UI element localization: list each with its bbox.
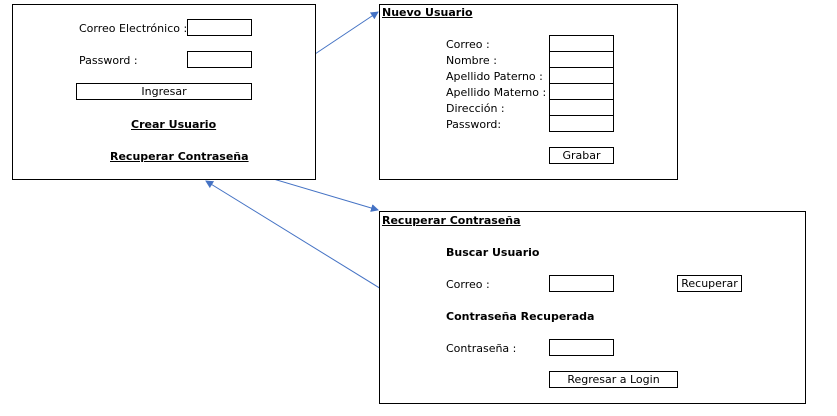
field-label-apellido-materno: Apellido Materno : xyxy=(446,86,547,99)
email-input[interactable] xyxy=(187,19,252,36)
recover-password-link[interactable]: Recuperar Contraseña xyxy=(110,150,249,163)
field-label-correo: Correo : xyxy=(446,38,490,51)
nombre-input[interactable] xyxy=(549,51,614,68)
recovered-password-label: Contraseña : xyxy=(446,342,517,355)
recover-email-label: Correo : xyxy=(446,278,490,291)
recover-title: Recuperar Contraseña xyxy=(382,214,521,227)
create-user-link[interactable]: Crear Usuario xyxy=(131,118,217,131)
field-label-password: Password: xyxy=(446,118,502,131)
field-label-apellido-paterno: Apellido Paterno : xyxy=(446,70,543,83)
field-label-nombre: Nombre : xyxy=(446,54,497,67)
recovered-password-output[interactable] xyxy=(549,339,614,356)
apellido-paterno-input[interactable] xyxy=(549,67,614,84)
recover-button[interactable]: Recuperar xyxy=(677,275,742,292)
search-user-heading: Buscar Usuario xyxy=(446,246,540,259)
direccion-input[interactable] xyxy=(549,99,614,116)
save-button[interactable]: Grabar xyxy=(549,147,614,164)
back-to-login-button[interactable]: Regresar a Login xyxy=(549,371,678,388)
new-user-title: Nuevo Usuario xyxy=(382,6,473,19)
recovered-password-heading: Contraseña Recuperada xyxy=(446,310,595,323)
correo-input[interactable] xyxy=(549,35,614,52)
password-label: Password : xyxy=(79,54,138,67)
recover-email-input[interactable] xyxy=(549,275,614,292)
email-label: Correo Electrónico : xyxy=(79,22,188,35)
login-button[interactable]: Ingresar xyxy=(76,83,252,100)
password-input[interactable] xyxy=(187,51,252,68)
field-label-direccion: Dirección : xyxy=(446,102,505,115)
new-user-panel xyxy=(379,4,678,180)
apellido-materno-input[interactable] xyxy=(549,83,614,100)
new-password-input[interactable] xyxy=(549,115,614,132)
